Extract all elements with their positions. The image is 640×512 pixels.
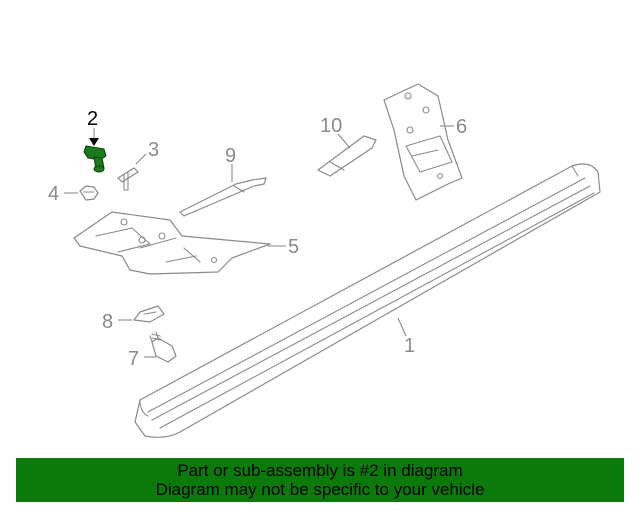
callout-6: 6 xyxy=(456,116,467,138)
part-2-fastener-highlighted xyxy=(83,145,107,173)
part-5-mounting-bracket xyxy=(73,211,271,275)
part-7-bolt xyxy=(149,331,177,363)
callout-1: 1 xyxy=(404,335,415,357)
leader-2-arrowhead xyxy=(89,138,99,146)
callout-5: 5 xyxy=(288,236,299,258)
banner-line-1: Part or sub-assembly is #2 in diagram xyxy=(177,461,463,480)
part-10-rod xyxy=(317,135,377,177)
part-8-clip xyxy=(133,305,165,323)
callout-9: 9 xyxy=(225,145,236,167)
callout-10: 10 xyxy=(320,115,342,137)
part-1-running-board xyxy=(134,163,601,438)
leader-1 xyxy=(397,317,407,337)
part-9-strap xyxy=(179,177,267,217)
callout-3: 3 xyxy=(148,139,159,161)
callout-4: 4 xyxy=(48,183,59,205)
leader-3 xyxy=(135,153,147,165)
info-banner: Part or sub-assembly is #2 in diagram Di… xyxy=(16,458,624,502)
callout-7: 7 xyxy=(128,348,139,370)
part-4-nut xyxy=(79,185,99,201)
parts-diagram: 1 2 3 4 5 xyxy=(48,83,601,438)
banner-line-2: Diagram may not be specific to your vehi… xyxy=(155,480,485,499)
callout-2: 2 xyxy=(87,108,98,130)
part-6-vertical-bracket xyxy=(383,83,463,201)
part-3-clip xyxy=(117,167,139,191)
callout-8: 8 xyxy=(102,311,113,333)
leader-10 xyxy=(337,133,351,149)
